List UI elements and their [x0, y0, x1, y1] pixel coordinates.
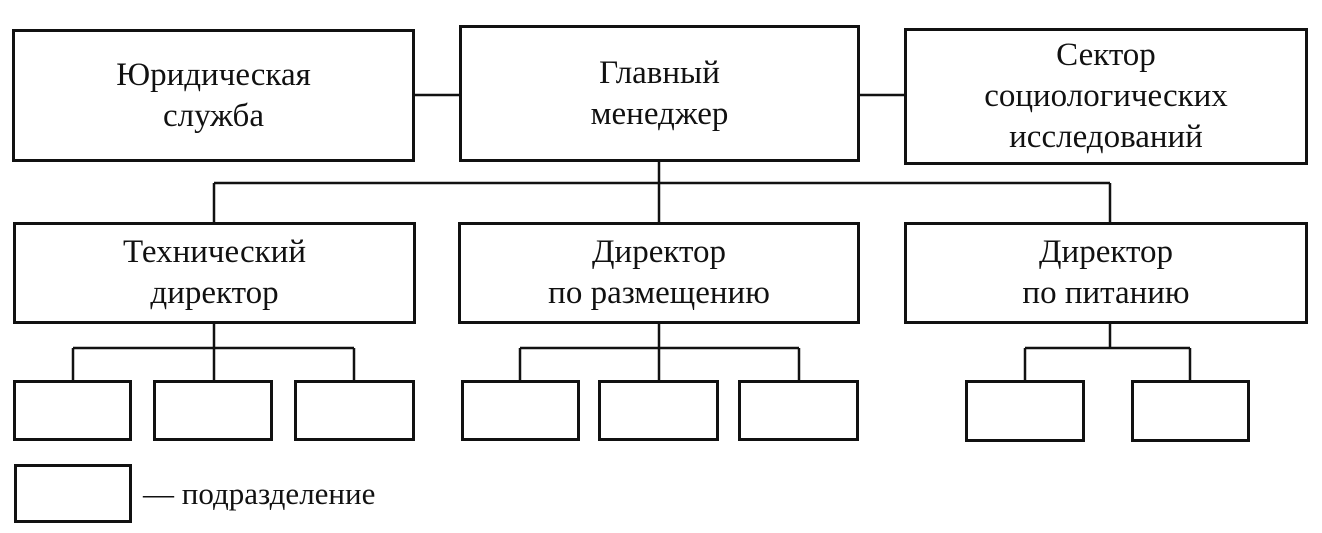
accommodation-director-box: Директор по размещению [458, 222, 860, 324]
accommodation-subdivision-2 [598, 380, 719, 441]
technical-subdivision-1 [13, 380, 132, 441]
sociological-research-box: Сектор социологических исследований [904, 28, 1308, 165]
catering-director-label: Директор по питанию [1022, 234, 1190, 311]
legal-service-box: Юридическая служба [12, 29, 415, 162]
technical-subdivision-2 [153, 380, 273, 441]
catering-subdivision-2 [1131, 380, 1250, 442]
catering-director-box: Директор по питанию [904, 222, 1308, 324]
general-manager-box: Главный менеджер [459, 25, 860, 162]
technical-director-box: Технический директор [13, 222, 416, 324]
legend-label: — подразделение [143, 476, 376, 511]
accommodation-subdivision-3 [738, 380, 859, 441]
legend-subdivision-swatch [14, 464, 132, 523]
technical-director-label: Технический директор [123, 234, 306, 311]
legal-service-label: Юридическая служба [116, 56, 311, 134]
technical-subdivision-3 [294, 380, 415, 441]
catering-subdivision-1 [965, 380, 1085, 442]
accommodation-director-label: Директор по размещению [548, 234, 770, 311]
sociological-research-label: Сектор социологических исследований [984, 37, 1228, 155]
general-manager-label: Главный менеджер [590, 54, 729, 132]
accommodation-subdivision-1 [461, 380, 580, 441]
